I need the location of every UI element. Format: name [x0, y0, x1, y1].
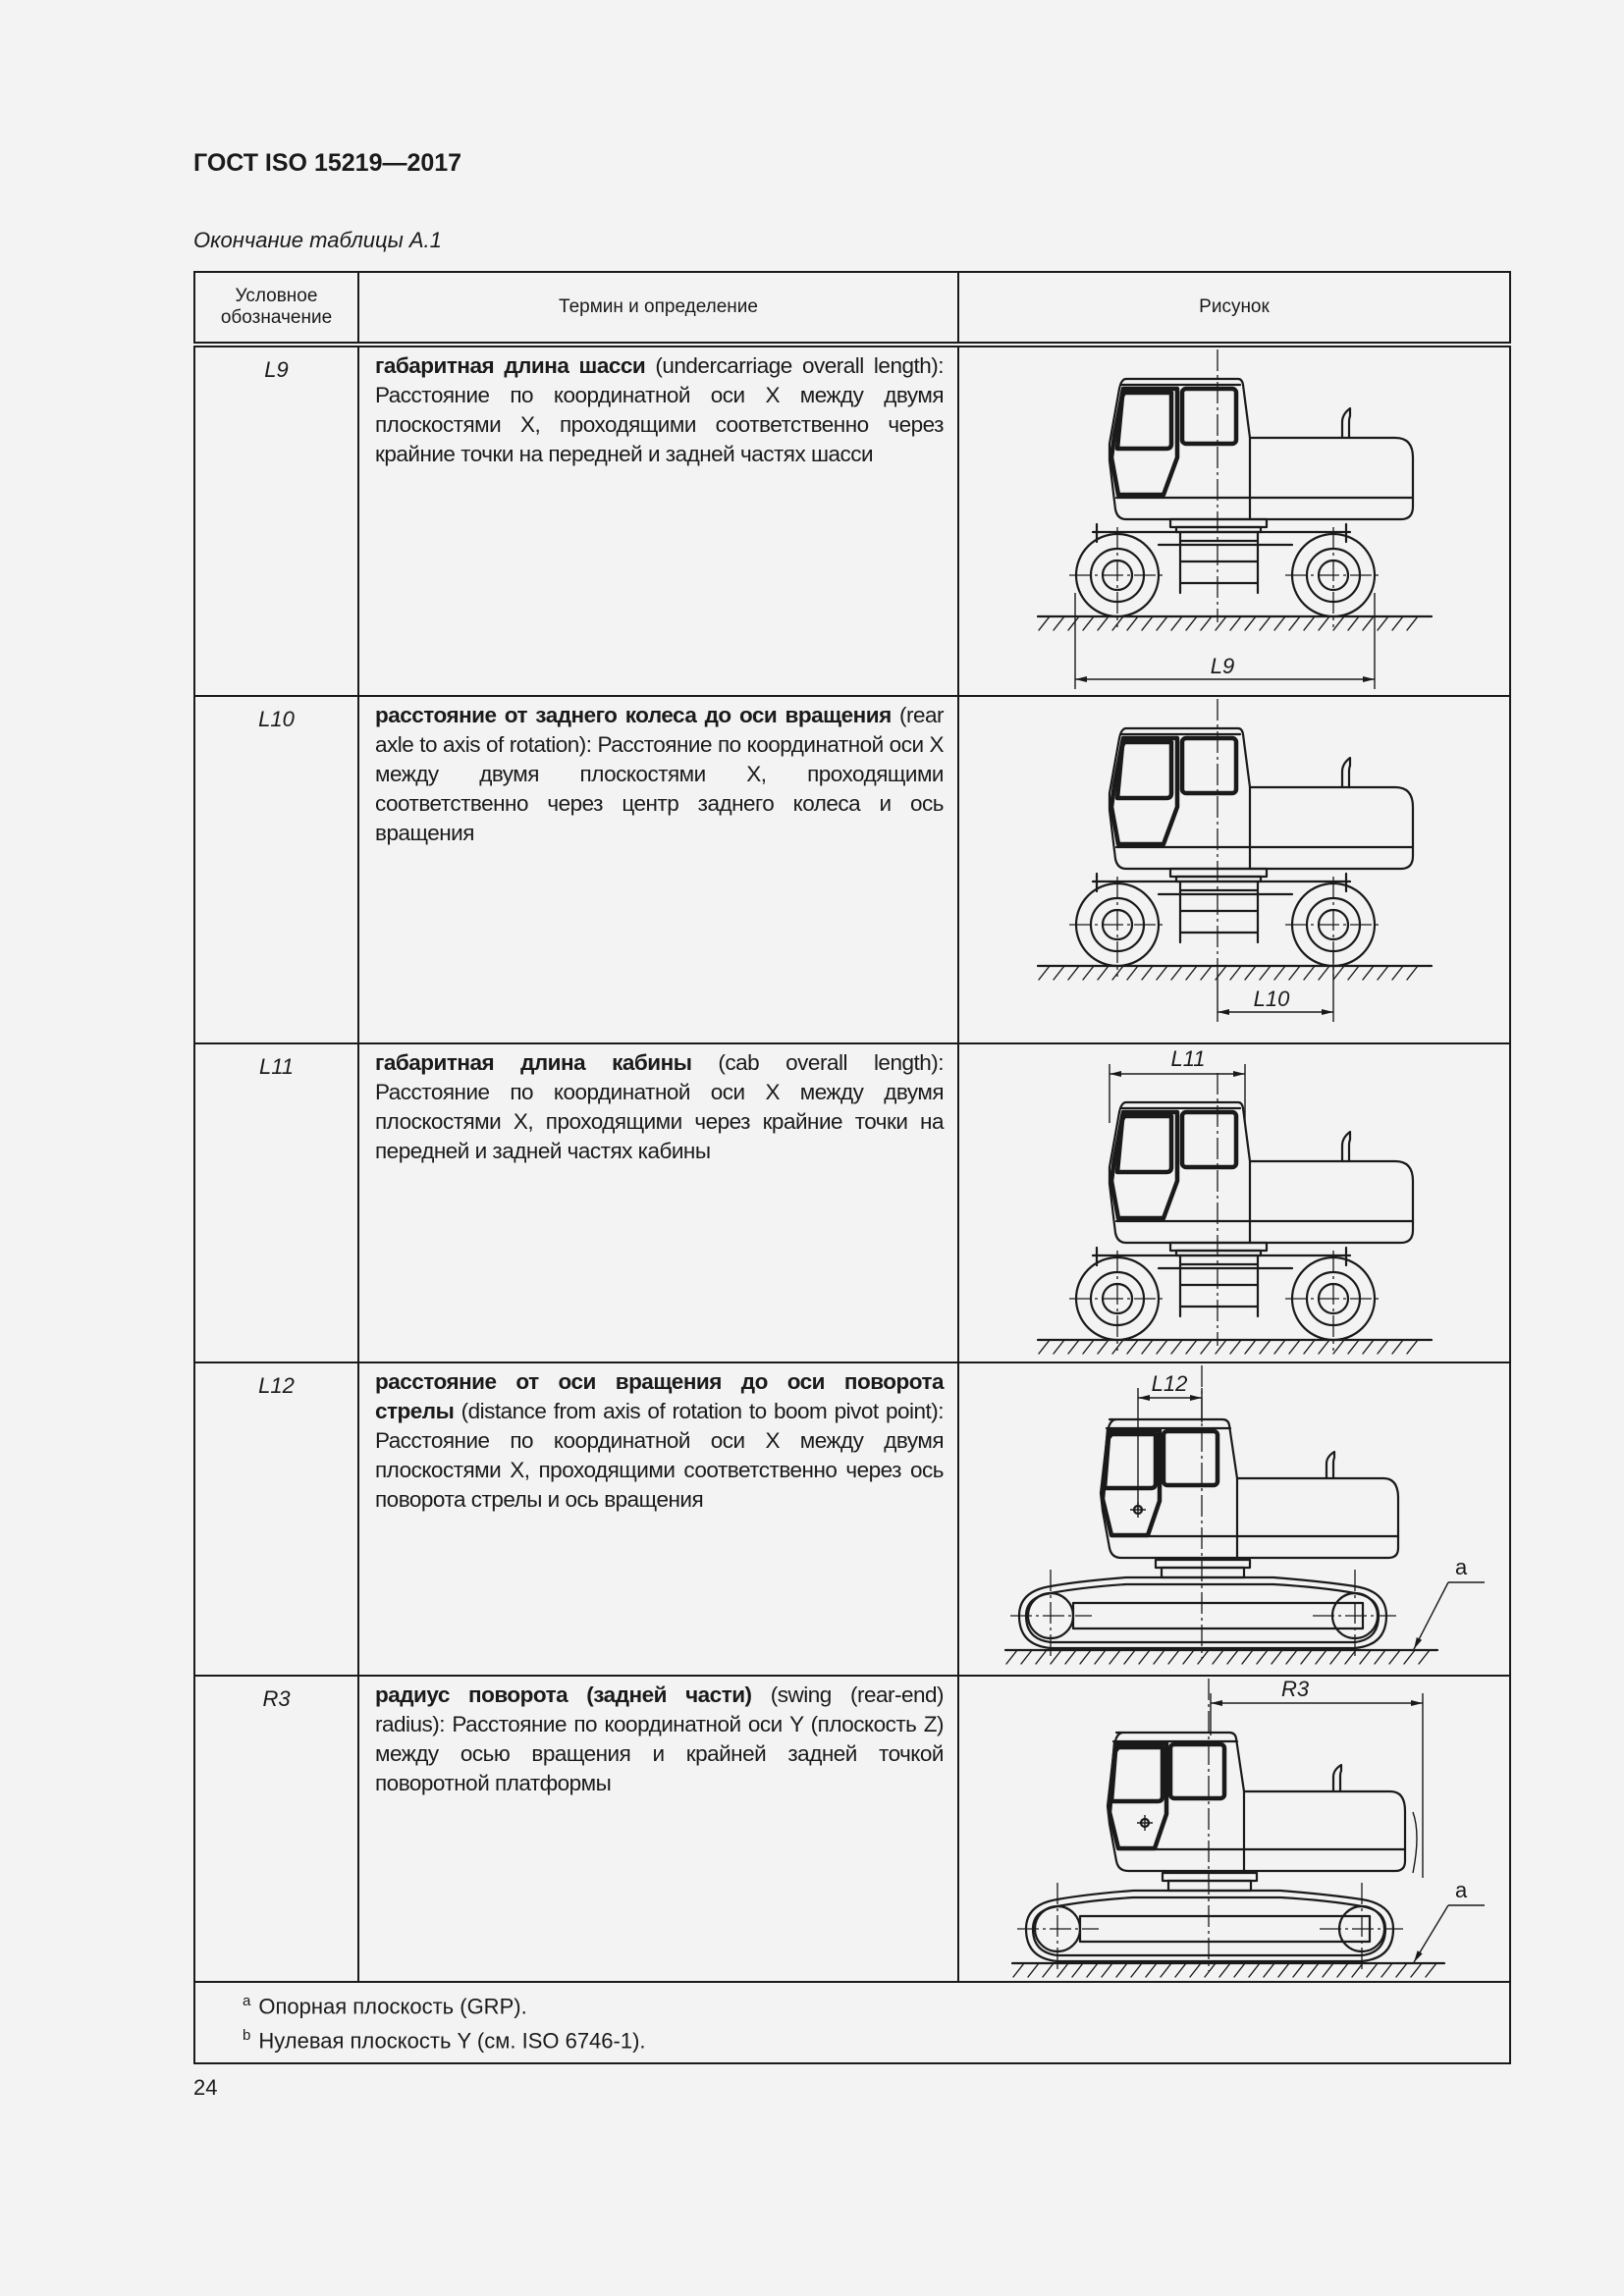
- dimension-label: L12: [1152, 1371, 1188, 1396]
- figure-cell: L9: [957, 344, 1511, 697]
- footnotes: a Опорная плоскость (GRP). b Нулевая плоско…: [193, 1981, 1511, 2064]
- document-title: ГОСТ ISO 15219—2017: [193, 149, 462, 177]
- table-header-row: Условное обозначение Термин и определени…: [193, 271, 1511, 347]
- table-row: L11 габаритная длина кабины (cab overall…: [193, 1042, 1511, 1363]
- term: радиус поворота (задней части): [375, 1682, 752, 1707]
- dimension-label: L10: [1254, 987, 1290, 1011]
- terms-table: Условное обозначение Термин и определени…: [193, 271, 1511, 2064]
- symbol-cell: R3: [193, 1675, 359, 1983]
- table-row: R3 радиус поворота (задней части) (swing…: [193, 1675, 1511, 1983]
- figure-R3: R3 a: [959, 1677, 1485, 1978]
- definition-cell: расстояние от оси вращения до оси поворо…: [357, 1362, 959, 1677]
- figure-L9: L9: [959, 347, 1510, 689]
- symbol-cell: L12: [193, 1362, 359, 1677]
- footnote: a Опорная плоскость (GRP).: [243, 1987, 1509, 2021]
- figure-cell: L12 a: [957, 1362, 1511, 1677]
- footnote-mark: b: [243, 2027, 251, 2045]
- reference-plane-note: a: [1455, 1555, 1468, 1579]
- column-header-term: Термин и определение: [357, 271, 959, 347]
- definition-cell: расстояние от заднего колеса до оси вращ…: [357, 695, 959, 1044]
- symbol-cell: L9: [193, 344, 359, 697]
- reference-plane-note: a: [1455, 1878, 1468, 1902]
- footnote-text: Нулевая плоскость Y (см. ISO 6746-1).: [258, 2028, 646, 2054]
- figure-cell: L11: [957, 1042, 1511, 1363]
- table-row: L12 расстояние от оси вращения до оси по…: [193, 1362, 1511, 1677]
- footnote-mark: a: [243, 1993, 251, 2009]
- footnote-text: Опорная плоскость (GRP).: [258, 1994, 527, 2019]
- term: габаритная длина шасси: [375, 353, 646, 378]
- symbol-cell: L11: [193, 1042, 359, 1363]
- term: габаритная длина кабины: [375, 1050, 692, 1075]
- dimension-label: R3: [1281, 1677, 1310, 1701]
- definition-cell: габаритная длина шасси (undercarriage ov…: [357, 344, 959, 697]
- table-row: L9 габаритная длина шасси (undercarriage…: [193, 344, 1511, 697]
- dimension-label: L9: [1211, 654, 1234, 678]
- definition-text: (undercarriage overall length): Расстоян…: [375, 353, 945, 466]
- dimension-label: L11: [1170, 1046, 1205, 1071]
- definition-text: (distance from axis of rotation to boom …: [375, 1399, 945, 1512]
- definition-text: (swing (rear-end) radius): Расстояние по…: [375, 1682, 945, 1795]
- footnotes-row: a Опорная плоскость (GRP). b Нулевая плоско…: [193, 1981, 1511, 2064]
- figure-L11: L11: [959, 1046, 1510, 1355]
- column-header-symbol: Условное обозначение: [193, 271, 359, 347]
- term: расстояние от оси вращения до оси поворо…: [375, 1369, 945, 1423]
- symbol-cell: L10: [193, 695, 359, 1044]
- figure-cell: R3 a: [957, 1675, 1511, 1983]
- definition-cell: габаритная длина кабины (cab overall len…: [357, 1042, 959, 1363]
- wheeled-excavator-drawing: [1038, 1073, 1432, 1351]
- term: расстояние от заднего колеса до оси вращ…: [375, 703, 892, 727]
- crawler-excavator-drawing: [1005, 1365, 1437, 1658]
- wheeled-excavator-drawing: [1038, 699, 1432, 977]
- column-header-figure: Рисунок: [957, 271, 1511, 347]
- definition-text: (rear axle to axis of rotation): Расстоя…: [375, 703, 945, 845]
- footnote: b Нулевая плоскость Y (см. ISO 6746-1).: [243, 2021, 1509, 2056]
- wheeled-excavator-drawing: [1038, 349, 1432, 627]
- figure-L10: L10: [959, 697, 1510, 1022]
- figure-cell: L10: [957, 695, 1511, 1044]
- definition-cell: радиус поворота (задней части) (swing (r…: [357, 1675, 959, 1983]
- table-row: L10 расстояние от заднего колеса до оси …: [193, 695, 1511, 1044]
- table-caption: Окончание таблицы А.1: [193, 228, 442, 252]
- page-number: 24: [193, 2075, 218, 2100]
- figure-L12: L12 a: [959, 1363, 1485, 1665]
- crawler-excavator-drawing: [1012, 1679, 1444, 1971]
- definition-text: (cab overall length): Расстояние по коор…: [375, 1050, 945, 1163]
